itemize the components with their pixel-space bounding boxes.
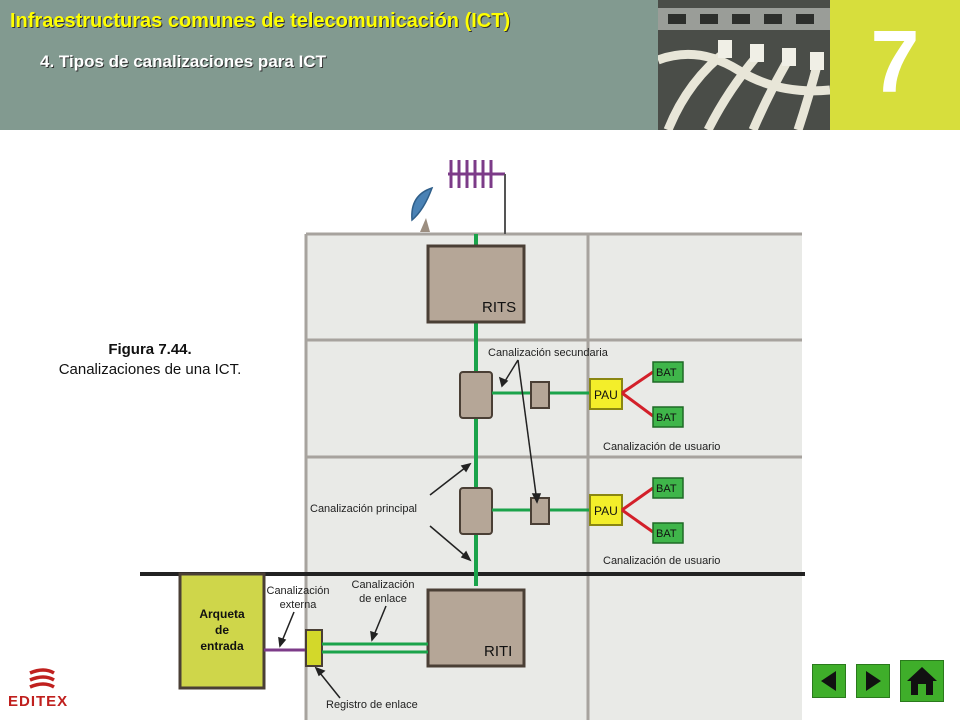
external-duct-label-line1: Canalización [267, 585, 330, 597]
network-cables-illustration [658, 0, 830, 130]
rits-label: RITS [482, 299, 516, 316]
annotation-arrows [429, 359, 542, 562]
floor-register-2 [530, 497, 550, 525]
previous-slide-button[interactable] [812, 664, 846, 698]
next-slide-button[interactable] [856, 664, 890, 698]
header-bar: Infraestructuras comunes de telecomunica… [0, 0, 960, 130]
pau-label-2: PAU [594, 504, 618, 518]
user-duct-label-1: Canalización de usuario [603, 441, 720, 453]
entry-pit-label-line3: entrada [200, 639, 244, 653]
terrestrial-antenna-icon [448, 160, 505, 188]
link-duct-label-line1: Canalización [352, 579, 415, 591]
arrow-left-icon [821, 671, 836, 691]
page-title: Infraestructuras comunes de telecomunica… [10, 10, 511, 32]
riti-box [426, 588, 526, 668]
section-subtitle: 4. Tipos de canalizaciones para ICT [40, 52, 326, 71]
bat-label-1: BAT [656, 367, 677, 379]
entry-pit-label-line1: Arqueta [199, 607, 245, 621]
riti-label: RITI [484, 643, 512, 660]
figure-caption-title: Figura 7.44. [108, 341, 192, 358]
bat-box-2 [652, 406, 684, 428]
satellite-dish-icon [411, 186, 434, 232]
secondary-duct-label: Canalización secundaria [488, 347, 609, 359]
bat-label-4: BAT [656, 528, 677, 540]
bottom-annotation-arrows [278, 605, 387, 699]
link-duct-label-line2: de enlace [359, 593, 407, 605]
external-duct-label-line2: externa [280, 599, 318, 611]
figure-caption: Figura 7.44. Canalizaciones de una ICT. [20, 340, 280, 380]
bat-box-1 [652, 361, 684, 383]
editex-logo-text: EDITEX [8, 693, 69, 710]
bat-box-3 [652, 477, 684, 499]
user-ducts-1 [621, 370, 654, 418]
bat-label-3: BAT [656, 483, 677, 495]
link-register-label: Registro de enlace [326, 699, 418, 711]
bat-box-4 [652, 522, 684, 544]
ict-ducts-diagram: RITS PAU BAT BAT PAU BAT BAT Canalizació… [140, 160, 805, 720]
user-duct-label-2: Canalización de usuario [603, 555, 720, 567]
figure-caption-text: Canalizaciones de una ICT. [58, 361, 242, 378]
main-duct-label: Canalización principal [310, 503, 417, 515]
user-ducts-2 [621, 486, 654, 534]
chapter-badge: 7 [830, 0, 960, 130]
entry-pit-box [178, 572, 266, 690]
home-button[interactable] [900, 660, 944, 702]
building-area [306, 234, 802, 720]
pau-box-2 [589, 494, 623, 526]
secondary-register-1 [459, 371, 493, 419]
secondary-ducts [492, 391, 590, 512]
pau-label-1: PAU [594, 388, 618, 402]
chapter-number: 7 [870, 12, 920, 111]
secondary-register-2 [459, 487, 493, 535]
rits-box [426, 244, 526, 324]
link-ducts [322, 642, 428, 654]
home-icon [907, 667, 937, 695]
link-register-box [305, 629, 323, 667]
floor-register-1 [530, 381, 550, 409]
bat-label-2: BAT [656, 412, 677, 424]
network-cables-photo [658, 0, 830, 130]
editex-logo-icon [29, 668, 55, 689]
arrow-right-icon [866, 671, 881, 691]
entry-pit-label-line2: de [215, 623, 229, 637]
